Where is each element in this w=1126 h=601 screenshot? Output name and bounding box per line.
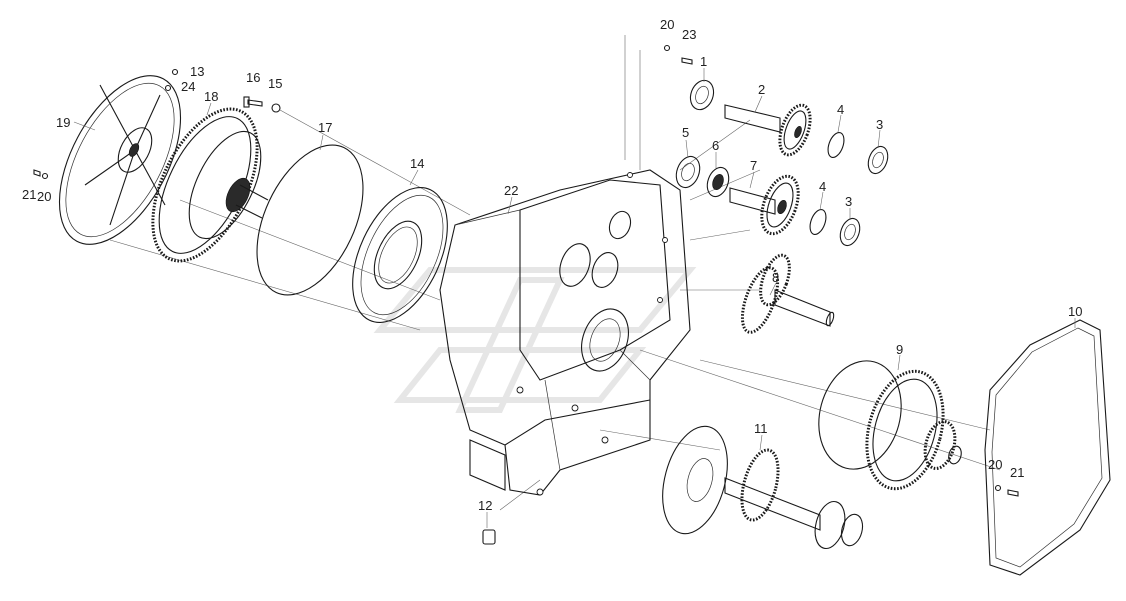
callout-14: 14: [410, 156, 424, 171]
part-2-shaft-gear: [724, 103, 812, 157]
part-15-washer: [271, 103, 281, 113]
part-22-housing: [439, 169, 691, 496]
part-21-bolt-left: [33, 169, 41, 177]
part-20-washer-left: [41, 172, 49, 180]
callout-3-lower: 3: [845, 194, 852, 209]
part-19-end-cover: [58, 75, 182, 245]
callout-6: 6: [712, 138, 719, 153]
callout-7: 7: [750, 158, 757, 173]
callout-23: 23: [682, 27, 696, 42]
part-6-bearing: [706, 166, 730, 198]
callout-10: 10: [1068, 304, 1082, 319]
part-17-gasket: [256, 144, 364, 296]
part-7-shaft-gear: [729, 174, 800, 236]
part-20-washer-right: [994, 484, 1002, 492]
part-11-input-shaft: [662, 425, 864, 550]
callout-1: 1: [700, 54, 707, 69]
part-13-screw: [171, 68, 179, 76]
callout-17: 17: [318, 120, 332, 135]
callout-19: 19: [56, 115, 70, 130]
part-4-snap-ring-upper: [827, 132, 845, 158]
callout-16: 16: [246, 70, 260, 85]
callout-12: 12: [478, 498, 492, 513]
callout-8: 8: [772, 270, 779, 285]
callout-4-lower: 4: [819, 179, 826, 194]
callout-20-left: 20: [37, 189, 51, 204]
callout-15: 15: [268, 76, 282, 91]
part-18-large-gear: [151, 107, 269, 263]
callout-9: 9: [896, 342, 903, 357]
callout-5: 5: [682, 125, 689, 140]
callout-4-upper: 4: [837, 102, 844, 117]
part-23-bolt-top: [681, 57, 693, 65]
callout-21-left: 21: [22, 187, 36, 202]
callout-labels: 1 2 3 3 4 4 5 6 7 8 9 10 11 12 13 14 15 …: [22, 17, 1082, 513]
callout-2: 2: [758, 82, 765, 97]
callout-22: 22: [504, 183, 518, 198]
callout-21-right: 21: [1010, 465, 1024, 480]
callout-20-right: 20: [988, 457, 1002, 472]
part-20-washer-top: [663, 44, 671, 52]
part-24-washer: [164, 84, 172, 92]
callout-18: 18: [204, 89, 218, 104]
part-4-snap-ring-lower: [809, 209, 827, 235]
part-8-output-shaft: [740, 253, 835, 334]
part-21-bolt-right: [1007, 489, 1019, 497]
callout-11: 11: [754, 421, 768, 436]
callout-20-top: 20: [660, 17, 674, 32]
part-14-flange-plate: [352, 187, 448, 323]
part-9-clutch-pack: [818, 360, 962, 491]
callout-13: 13: [190, 64, 204, 79]
part-5-seal: [675, 155, 701, 189]
callout-24: 24: [181, 79, 195, 94]
part-10-side-gasket: [984, 319, 1111, 576]
callout-leaders: [73, 68, 1076, 528]
part-16-bolt: [243, 96, 263, 108]
watermark-emblem: [373, 267, 697, 413]
callout-3-upper: 3: [876, 117, 883, 132]
part-1-seal: [689, 79, 715, 111]
part-3-bearing-lower: [839, 217, 861, 247]
part-12-drain-plug: [482, 529, 496, 545]
part-3-bearing-upper: [867, 145, 889, 175]
